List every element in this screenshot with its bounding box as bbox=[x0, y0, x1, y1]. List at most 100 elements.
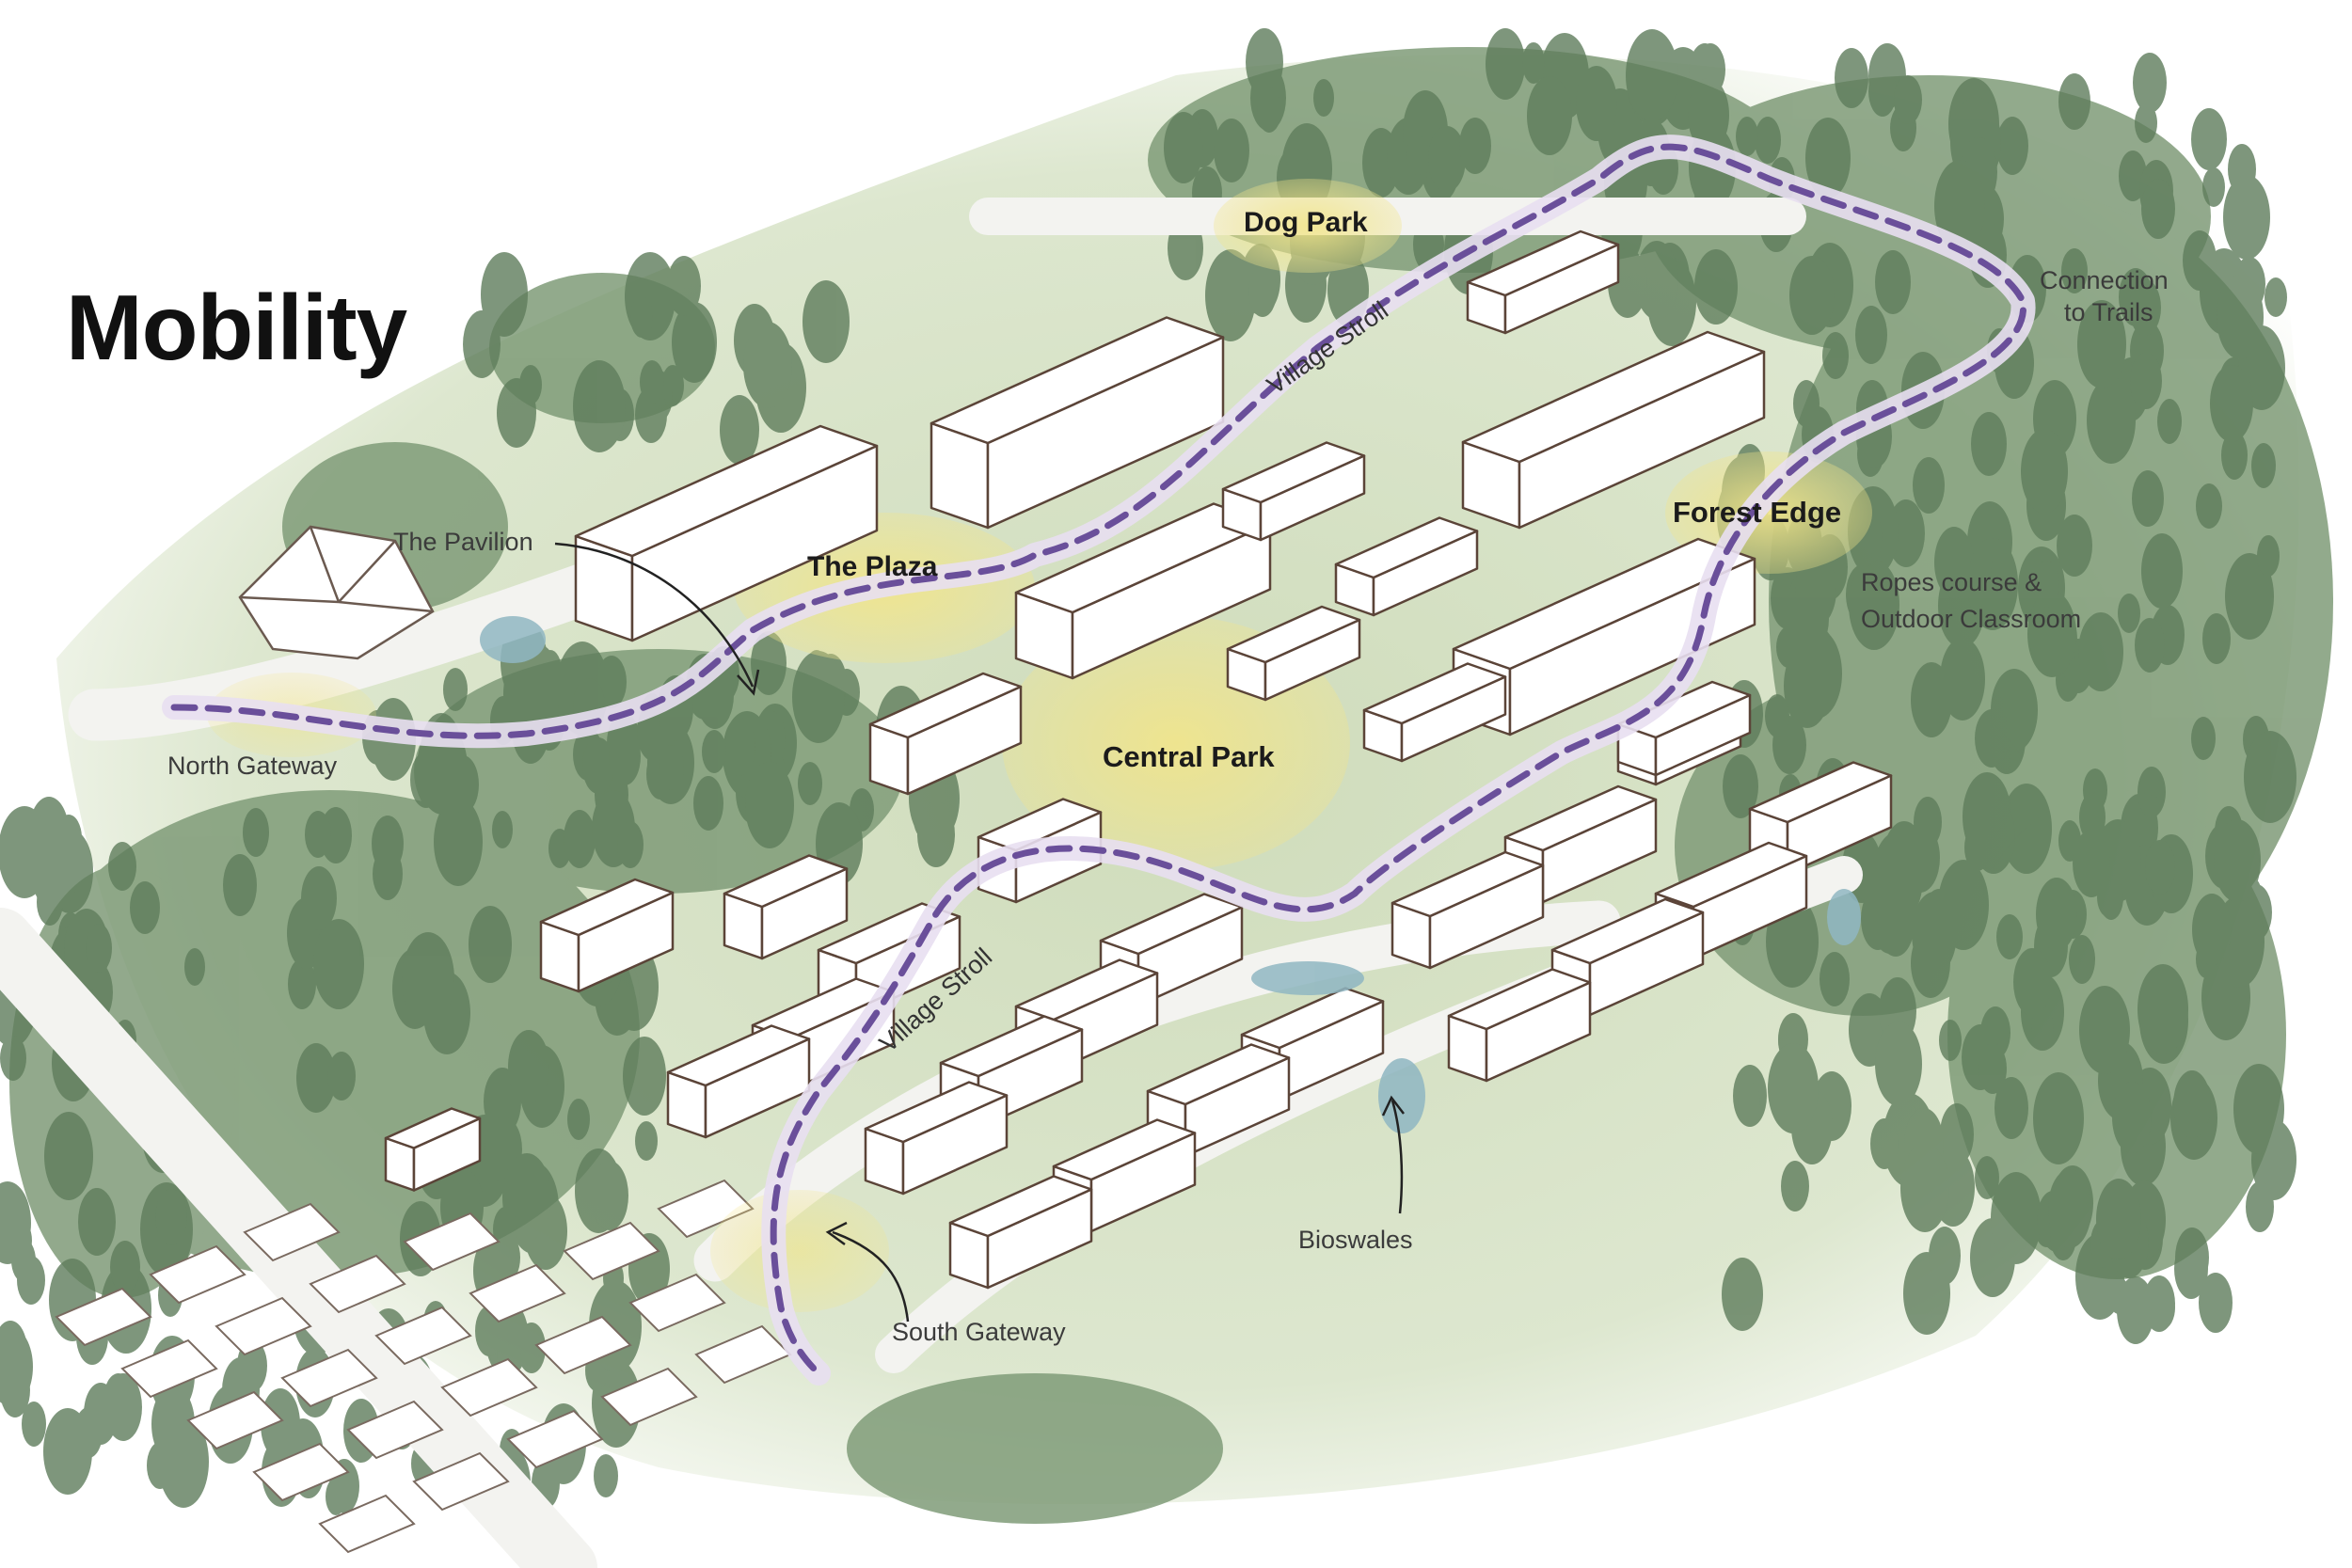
tree bbox=[1991, 1172, 2042, 1264]
neighbour-house bbox=[506, 1409, 604, 1469]
tree bbox=[1940, 1103, 1974, 1165]
tree bbox=[2058, 73, 2090, 130]
tree bbox=[1939, 1020, 1962, 1061]
tree bbox=[1738, 1082, 1760, 1121]
tree bbox=[1994, 1077, 2028, 1139]
tree bbox=[2141, 533, 2183, 609]
ropes-course-label: Ropes course & Outdoor Classroom bbox=[1861, 564, 2081, 638]
pavilion-arrowhead bbox=[737, 669, 760, 696]
tree bbox=[463, 310, 501, 378]
tree bbox=[2244, 731, 2296, 823]
tree bbox=[1755, 117, 1781, 164]
tree bbox=[2013, 948, 2051, 1016]
neighbour-house bbox=[309, 1254, 406, 1314]
forest-edge-highlight bbox=[1665, 451, 1872, 574]
neighbour-house bbox=[600, 1367, 698, 1427]
neighbour-house bbox=[403, 1212, 501, 1272]
tree bbox=[1164, 112, 1203, 183]
connection-line-2: to Trails bbox=[2064, 297, 2153, 326]
tree bbox=[1875, 1022, 1922, 1106]
tree bbox=[1313, 79, 1334, 117]
tree bbox=[1768, 1043, 1819, 1133]
bioswales-label: Bioswales bbox=[1298, 1226, 1413, 1254]
tree bbox=[573, 360, 626, 452]
tree bbox=[1868, 66, 1897, 117]
tree bbox=[1205, 249, 1256, 341]
neighbour-house bbox=[243, 1202, 341, 1262]
tree bbox=[1911, 662, 1952, 737]
tree bbox=[623, 1037, 666, 1116]
neighbour-house bbox=[252, 1442, 350, 1502]
building bbox=[723, 854, 849, 960]
tree bbox=[1913, 457, 1945, 514]
building bbox=[666, 1024, 811, 1139]
tree bbox=[243, 808, 269, 857]
tree bbox=[2133, 53, 2167, 113]
tree bbox=[288, 958, 316, 1009]
tree bbox=[327, 1052, 356, 1101]
tree bbox=[635, 387, 667, 443]
tree bbox=[2225, 553, 2274, 640]
tree bbox=[1872, 832, 1923, 924]
tree bbox=[591, 1161, 628, 1230]
tree bbox=[1934, 160, 1985, 252]
tree bbox=[481, 252, 528, 337]
tree bbox=[672, 302, 717, 383]
tree bbox=[1971, 412, 2007, 476]
tree bbox=[78, 1188, 116, 1256]
tree bbox=[2079, 793, 2106, 842]
tree bbox=[2196, 483, 2222, 529]
building bbox=[1447, 968, 1592, 1083]
tree bbox=[1929, 1227, 1961, 1285]
tree bbox=[720, 395, 759, 465]
building bbox=[1461, 330, 1766, 530]
tree bbox=[1934, 527, 1974, 598]
tree bbox=[582, 737, 614, 794]
neighbour-house bbox=[440, 1357, 538, 1418]
tree bbox=[0, 1036, 26, 1081]
tree bbox=[635, 1121, 658, 1161]
tree bbox=[2234, 200, 2261, 247]
tree bbox=[1962, 873, 1984, 914]
tree bbox=[1979, 1043, 2007, 1094]
tree bbox=[1789, 256, 1835, 335]
connection-line-1: Connection bbox=[2040, 266, 2169, 294]
tree bbox=[1576, 66, 1617, 141]
tree bbox=[1914, 797, 1942, 847]
tree bbox=[2217, 275, 2264, 359]
tree bbox=[2096, 1179, 2141, 1259]
neighbour-house bbox=[374, 1306, 472, 1366]
tree bbox=[2210, 365, 2253, 442]
north-gateway-label: North Gateway bbox=[167, 752, 338, 780]
tree bbox=[1459, 118, 1491, 174]
tree bbox=[617, 821, 644, 868]
tree bbox=[1912, 892, 1957, 974]
neighbour-house bbox=[149, 1244, 246, 1305]
building bbox=[1362, 662, 1507, 763]
tree bbox=[2175, 1227, 2209, 1288]
tree bbox=[22, 1402, 46, 1447]
tree bbox=[184, 948, 205, 986]
connection-to-trails-label: Connection to Trails bbox=[2040, 265, 2169, 329]
tree bbox=[2130, 353, 2162, 409]
tree bbox=[1795, 553, 1836, 626]
neighbour-house bbox=[55, 1287, 152, 1347]
tree bbox=[2079, 986, 2130, 1074]
tree bbox=[1722, 1258, 1763, 1331]
neighbour-house bbox=[186, 1390, 284, 1450]
pavilion-arrow bbox=[554, 542, 755, 688]
bioswales-arrow bbox=[1391, 1100, 1404, 1214]
tree bbox=[30, 824, 79, 911]
tree bbox=[1793, 380, 1820, 427]
tree bbox=[1806, 628, 1835, 681]
tree bbox=[469, 906, 512, 983]
tree bbox=[2265, 277, 2287, 317]
tree bbox=[493, 1207, 517, 1252]
the-pavilion-label: The Pavilion bbox=[393, 528, 533, 556]
tree bbox=[313, 919, 364, 1009]
tree bbox=[1835, 48, 1868, 108]
tree bbox=[798, 762, 822, 805]
page-title: Mobility bbox=[66, 276, 407, 379]
tree bbox=[2257, 535, 2280, 577]
tree bbox=[410, 752, 442, 808]
